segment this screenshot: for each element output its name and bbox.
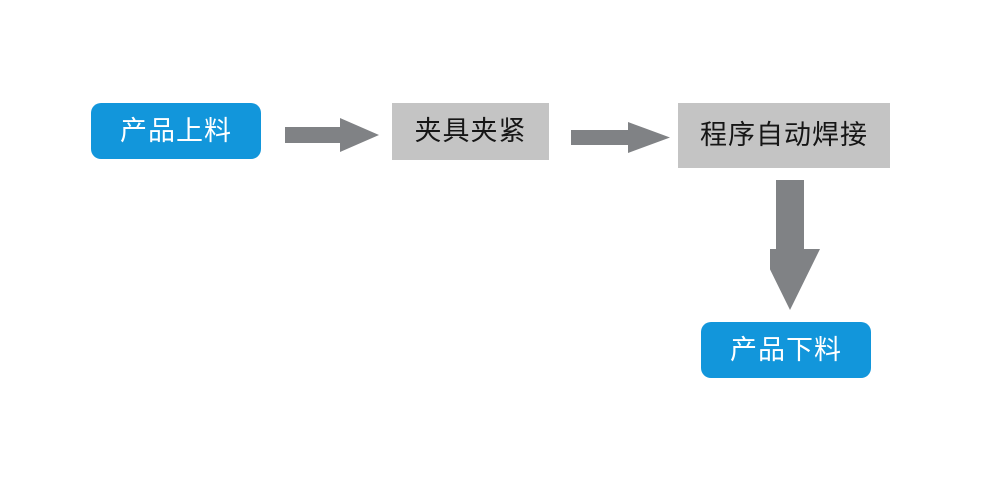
arrow-down-icon-welding-to-unloading <box>770 180 824 310</box>
arrow-right-icon-loading-to-clamping <box>285 118 379 152</box>
flow-node-fixture-clamping[interactable]: 夹具夹紧 <box>392 103 549 160</box>
flow-node-label: 产品下料 <box>730 334 842 365</box>
flow-node-label: 夹具夹紧 <box>414 116 527 146</box>
arrow-right-icon-clamping-to-welding <box>571 122 670 153</box>
flow-node-product-loading[interactable]: 产品上料 <box>91 103 261 159</box>
flow-node-product-unloading[interactable]: 产品下料 <box>701 322 871 378</box>
flow-node-label: 程序自动焊接 <box>700 120 868 150</box>
flow-node-label: 产品上料 <box>120 115 232 146</box>
flow-node-automatic-welding[interactable]: 程序自动焊接 <box>678 103 890 168</box>
